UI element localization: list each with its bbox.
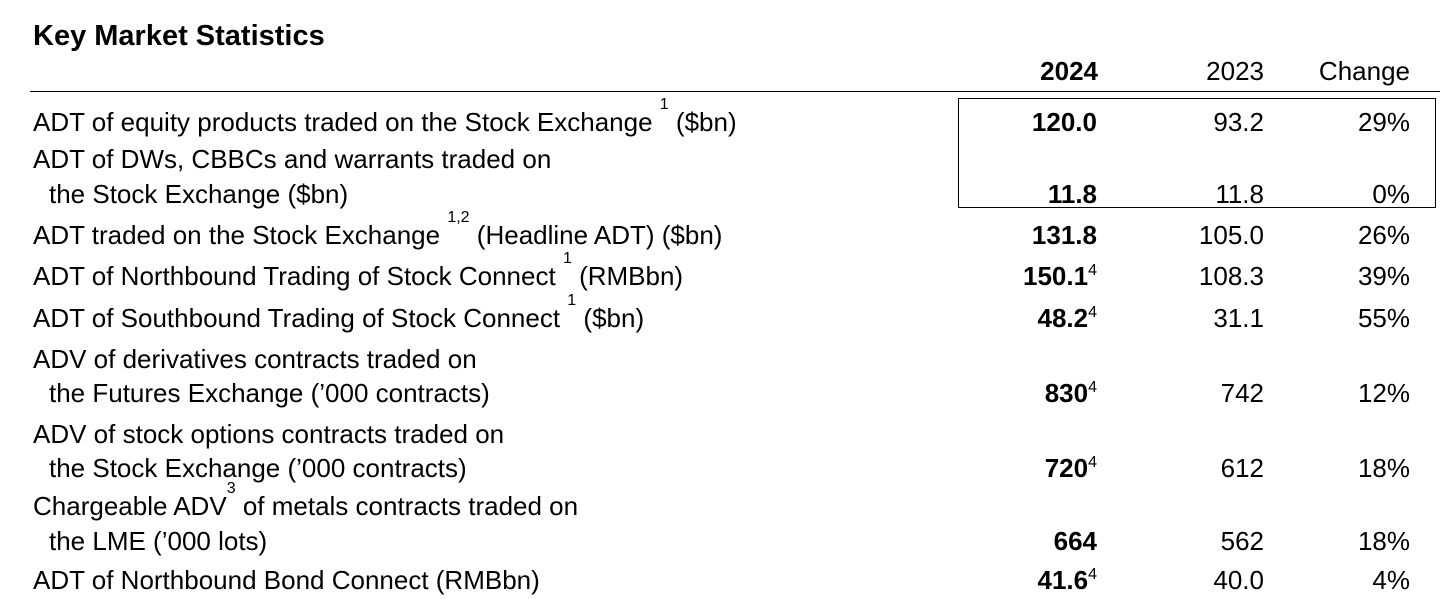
value-change: 12% [1357,378,1410,408]
row-label: ADT of equity products traded on the Sto… [33,96,737,138]
row-label: Chargeable ADV3 of metals contracts trad… [33,480,579,522]
value-2024: 664 [1053,526,1097,556]
column-header-2023: 2023 [1206,56,1264,86]
value-2023: 562 [1220,526,1264,556]
value-2023: 108.3 [1198,261,1264,291]
value-change: 29% [1357,107,1410,137]
value-change: 4% [1372,565,1410,595]
value-2023: 40.0 [1213,565,1264,595]
row-label: ADT of DWs, CBBCs and warrants traded on [33,144,552,174]
value-2023: 11.8 [1215,179,1264,209]
column-header-change: Change [1318,56,1410,86]
header-rule [30,91,1440,92]
row-label-line2: the Stock Exchange ($bn) [49,179,349,209]
footnote-marker: 1,2 [447,209,470,226]
value-2024: 131.8 [1031,220,1097,250]
highlight-box [958,98,1436,208]
footnote-marker: 4 [1088,379,1097,396]
value-change: 18% [1357,526,1410,556]
value-change: 55% [1357,303,1410,333]
footnote-marker: 1 [562,250,572,267]
value-2024: 48.24 [1037,303,1097,333]
value-2023: 105.0 [1198,220,1264,250]
value-change: 39% [1357,261,1410,291]
value-2024: 11.8 [1047,179,1097,209]
value-change: 18% [1357,453,1410,483]
footnote-marker: 4 [1088,566,1097,583]
value-2023: 31.1 [1213,303,1264,333]
row-label: ADT traded on the Stock Exchange 1,2 (He… [33,209,723,251]
row-label: ADV of derivatives contracts traded on [33,344,477,374]
value-2023: 742 [1220,378,1264,408]
row-label-line2: the LME (’000 lots) [49,526,268,556]
footnote-marker: 1 [659,96,669,113]
row-label: ADV of stock options contracts traded on [33,419,505,449]
row-label-line2: the Futures Exchange (’000 contracts) [49,378,490,408]
value-2023: 93.2 [1213,107,1264,137]
value-change: 0% [1372,179,1410,209]
footnote-marker: 4 [1088,454,1097,471]
value-2024: 120.0 [1031,107,1097,137]
value-2024: 150.14 [1023,261,1097,291]
value-2024: 8304 [1044,378,1097,408]
footnote-marker: 4 [1088,304,1097,321]
row-label: ADT of Northbound Bond Connect (RMBbn) [33,565,540,595]
page-title: Key Market Statistics [33,20,325,52]
footnote-marker: 4 [1088,262,1097,279]
value-2024: 41.64 [1037,565,1097,595]
column-header-2024: 2024 [1040,56,1098,86]
row-label-line2: the Stock Exchange (’000 contracts) [49,453,467,483]
row-label: ADT of Southbound Trading of Stock Conne… [33,292,645,334]
footnote-marker: 1 [567,292,577,309]
row-label: ADT of Northbound Trading of Stock Conne… [33,250,684,292]
value-change: 26% [1357,220,1410,250]
footnote-marker: 3 [226,480,236,497]
value-2024: 7204 [1044,453,1097,483]
value-2023: 612 [1220,453,1264,483]
